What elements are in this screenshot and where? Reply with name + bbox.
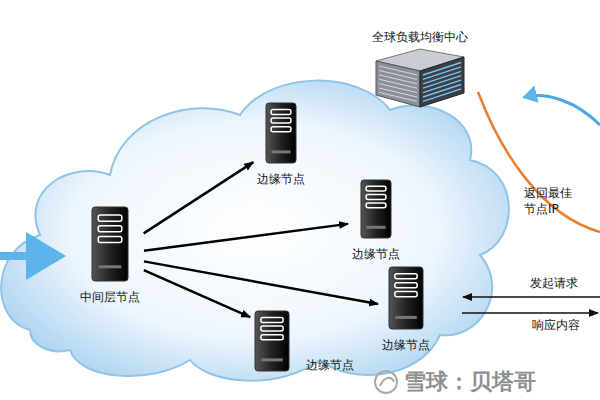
request-label: 发起请求 xyxy=(530,276,578,292)
reply-label: 返回最佳节点IP xyxy=(524,186,576,217)
node-label: 全球负载均衡中心 xyxy=(372,30,468,44)
reply-curve xyxy=(478,92,600,232)
node-label: 边缘节点 xyxy=(306,358,354,372)
server-node: 全球负载均衡中心 xyxy=(370,28,470,111)
server-icon xyxy=(360,179,392,239)
server-node: 边缘节点 xyxy=(350,177,402,263)
request-curve xyxy=(525,96,600,125)
server-node: 边缘节点 xyxy=(252,308,356,374)
watermark: 雪球：贝塔哥 xyxy=(404,368,536,397)
distribution-arrow xyxy=(144,261,378,304)
server-node: 边缘节点 xyxy=(255,100,307,188)
server-node: 中间层节点 xyxy=(78,204,142,306)
response-label: 响应内容 xyxy=(532,318,580,334)
request-arrow xyxy=(463,296,600,298)
watermark-logo xyxy=(375,371,397,393)
inflow-arrow xyxy=(0,252,58,260)
node-label: 边缘节点 xyxy=(382,338,430,352)
server-icon xyxy=(265,102,297,164)
node-label: 边缘节点 xyxy=(352,247,400,261)
node-label: 边缘节点 xyxy=(257,172,305,186)
server-icon xyxy=(91,206,129,282)
distribution-arrow xyxy=(144,224,348,251)
distribution-arrow xyxy=(144,270,250,317)
server-icon xyxy=(254,310,290,372)
response-arrow xyxy=(462,312,598,314)
rack-icon xyxy=(372,47,468,109)
server-icon xyxy=(388,266,424,330)
cloud xyxy=(1,81,509,381)
distribution-arrow xyxy=(144,162,254,233)
server-node: 边缘节点 xyxy=(380,264,432,354)
node-label: 中间层节点 xyxy=(80,290,140,304)
